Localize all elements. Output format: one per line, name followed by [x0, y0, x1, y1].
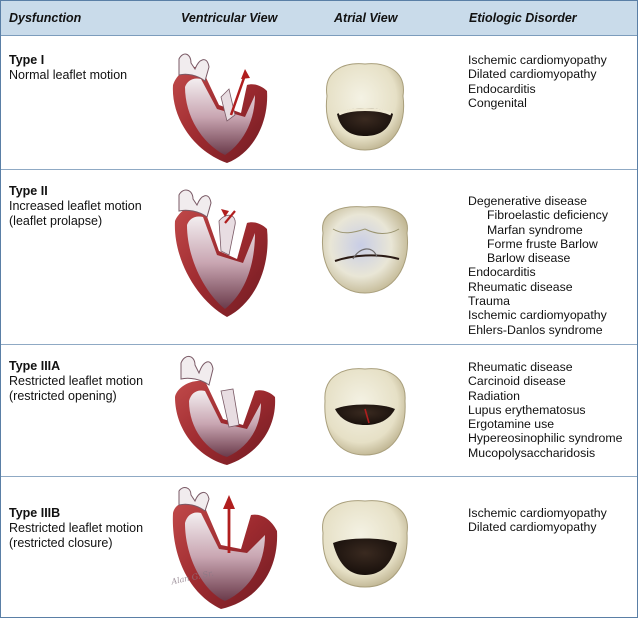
- dysfunction-cell-type-3a: Type IIIA Restricted leaflet motion (res…: [9, 359, 143, 404]
- etiology-item: Rheumatic disease: [468, 360, 573, 374]
- ventricular-view-type-3a-illustration: [175, 356, 276, 465]
- dysfunction-cell-type-1: Type I Normal leaflet motion: [9, 53, 127, 83]
- etiology-item: Ischemic cardiomyopathy: [468, 308, 607, 323]
- etiology-item: Rheumatic disease: [468, 279, 573, 294]
- etiology-item: Lupus erythematosus: [468, 402, 586, 417]
- header-atrial-view: Atrial View: [334, 11, 398, 25]
- header-ventricular-view: Ventricular View: [181, 11, 278, 25]
- etiology-item: Ergotamine use: [468, 417, 555, 432]
- table-header: Dysfunction Ventricular View Atrial View…: [1, 1, 637, 36]
- etiology-item: Dilated cardiomyopathy: [468, 67, 597, 82]
- etiology-item: Carcinoid disease: [468, 374, 566, 389]
- row-divider: [1, 344, 637, 345]
- etiology-list-type-3b: Ischemic cardiomyopathy Dilated cardiomy…: [468, 506, 607, 535]
- etiology-list-type-3a: Rheumatic disease Carcinoid disease Radi…: [468, 360, 622, 460]
- etiology-subitem: Barlow disease: [487, 251, 571, 266]
- type-label: Type IIIB: [9, 506, 61, 520]
- etiology-item: Radiation: [468, 388, 520, 403]
- etiology-item: Endocarditis: [468, 81, 536, 96]
- type-label: Type I: [9, 53, 45, 67]
- ventricular-view-type-1-illustration: [172, 53, 268, 163]
- etiology-subitem: Fibroelastic deficiency: [487, 208, 608, 223]
- atrial-view-type-3b-illustration: [322, 500, 408, 588]
- type-description: Restricted leaflet motion: [9, 374, 144, 388]
- etiology-item: Endocarditis: [468, 265, 536, 280]
- type-label: Type II: [9, 184, 48, 198]
- etiology-list-type-1: Ischemic cardiomyopathy Dilated cardiomy…: [468, 53, 607, 110]
- atrial-view-type-2-illustration: [321, 206, 409, 294]
- dysfunction-cell-type-2: Type II Increased leaflet motion (leafle…: [9, 184, 142, 229]
- dysfunction-cell-type-3b: Type IIIB Restricted leaflet motion (res…: [9, 506, 143, 551]
- etiology-list-type-2: Degenerative disease Fibroelastic defici…: [468, 194, 608, 337]
- etiology-item: Hypereosinophilic syndrome: [468, 431, 623, 446]
- etiology-item: Ischemic cardiomyopathy: [468, 53, 607, 67]
- etiology-subitem: Marfan syndrome: [487, 222, 583, 237]
- ventricular-view-type-3b-illustration: [172, 487, 278, 609]
- type-description: (leaflet prolapse): [9, 214, 103, 228]
- etiology-item: Degenerative disease: [468, 194, 587, 208]
- type-description: Restricted leaflet motion: [9, 521, 144, 535]
- etiology-item: Congenital: [468, 95, 527, 110]
- type-description: Increased leaflet motion: [9, 199, 142, 213]
- atrial-view-type-3a-illustration: [324, 368, 406, 456]
- header-dysfunction: Dysfunction: [9, 11, 82, 25]
- etiology-item: Dilated cardiomyopathy: [468, 520, 597, 535]
- type-description: Normal leaflet motion: [9, 68, 128, 82]
- etiology-item: Ehlers-Danlos syndrome: [468, 322, 603, 337]
- type-label: Type IIIA: [9, 359, 61, 373]
- ventricular-view-type-2-illustration: [174, 189, 268, 317]
- header-etiologic-disorder: Etiologic Disorder: [469, 11, 577, 25]
- atrial-view-type-1-illustration: [325, 63, 405, 151]
- etiology-item: Ischemic cardiomyopathy: [468, 506, 607, 520]
- type-description: (restricted closure): [9, 536, 113, 550]
- row-divider: [1, 476, 637, 477]
- row-divider: [1, 169, 637, 170]
- etiology-item: Trauma: [468, 294, 510, 309]
- type-description: (restricted opening): [9, 389, 117, 403]
- etiology-subitem: Forme fruste Barlow: [487, 236, 598, 251]
- etiology-item: Mucopolysaccharidosis: [468, 445, 596, 460]
